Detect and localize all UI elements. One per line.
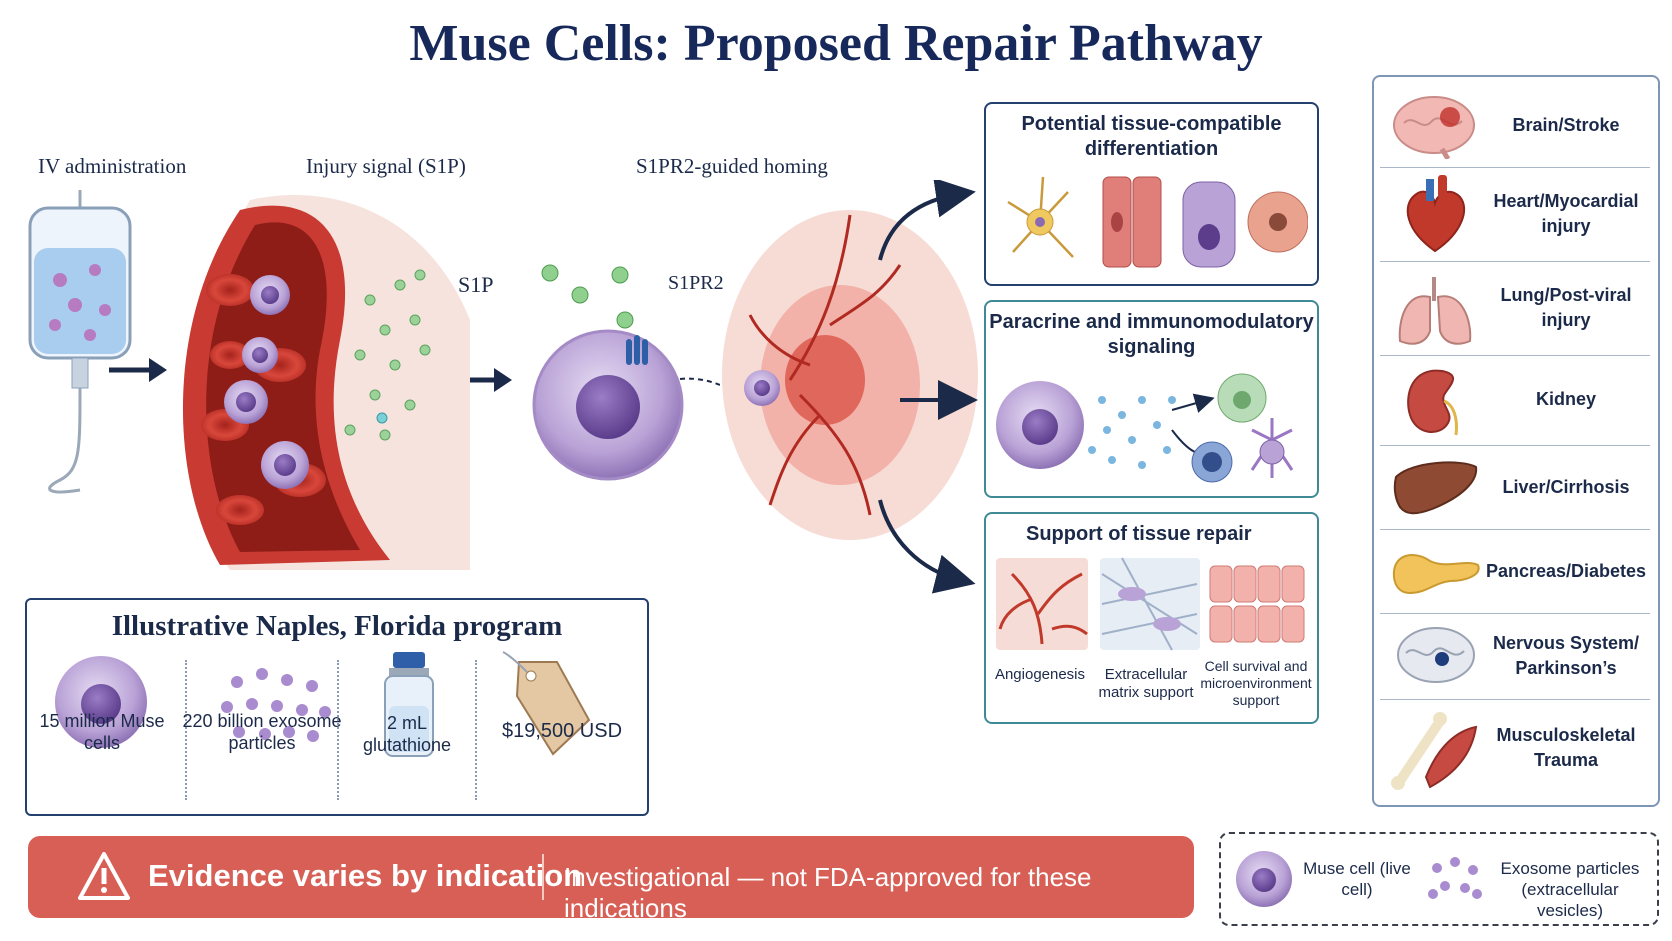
blood-vessel-illustration [182,195,470,570]
organ-label-lung: Lung/Post-viral injury [1500,285,1632,330]
injured-tissue-illustration [722,210,978,540]
s1pr2-label: S1PR2 [668,272,724,294]
branch-arrows [878,180,978,594]
support-title: Support of tissue repair [1026,523,1252,545]
page-title: Muse Cells: Proposed Repair Pathway [409,15,1263,72]
program-item-exosome: 220 billion exosome particles [182,711,342,753]
support-item-angiogenesis: Angiogenesis [994,666,1086,683]
lungs-icon [1398,277,1472,345]
brain-nervous-icon [1397,627,1475,683]
exosome-particles-icon [221,668,331,742]
brain-stroke-icon [1393,96,1475,159]
differentiation-box: Potential tissue-compatible differentiat… [984,102,1319,286]
program-title: Illustrative Naples, Florida program [111,610,563,642]
flow-arrow-1 [109,358,167,382]
organ-label-nervous: Nervous System/ Parkinson’s [1492,633,1640,678]
organ-row-heart: Heart/Myocardial injury [1380,169,1650,262]
glutathione-vial-icon [384,652,434,757]
organ-label-pancreas: Pancreas/Diabetes [1485,561,1647,581]
evidence-banner: Evidence varies by indication Investigat… [28,836,1194,923]
legend-exosome-label: Exosome particles (extracellular vesicle… [1500,859,1640,920]
banner-fda-text: Investigational — not FDA-approved for t… [564,862,1092,923]
program-separator [475,660,477,800]
organ-row-pancreas: Pancreas/Diabetes [1380,531,1650,614]
organ-row-musculoskeletal: Musculoskeletal Trauma [1380,701,1650,797]
support-icons [996,557,1305,651]
organ-label-musculoskeletal: Musculoskeletal Trauma [1496,725,1636,770]
kidney-icon [1407,369,1458,436]
program-item-price: $19,500 USD [501,720,623,742]
organ-row-lung: Lung/Post-viral injury [1380,263,1650,356]
program-item-muse: 15 million Muse cells [39,711,165,753]
step-label-iv: IV administration [38,154,187,178]
legend-muse-label: Muse cell (live cell) [1303,859,1411,899]
program-separator [337,660,339,800]
program-item-glutathione: 2 mL glutathione [362,713,452,755]
organ-label-kidney: Kidney [1535,389,1596,409]
legend-exosome-icon [1428,857,1482,899]
organ-label-heart: Heart/Myocardial injury [1493,191,1639,236]
s1p-label: S1P [458,272,494,297]
pancreas-icon [1392,554,1480,595]
step-label-homing: S1PR2-guided homing [636,154,828,178]
organ-row-kidney: Kidney [1380,357,1650,446]
price-tag-icon [502,651,591,756]
differentiation-title: Potential tissue-compatible differentiat… [1021,113,1282,160]
warning-icon [78,852,130,900]
organ-row-nervous: Nervous System/ Parkinson’s [1380,615,1650,700]
support-box: Support of tissue repair Angiogenesis Ex… [984,512,1319,724]
paracrine-title: Paracrine and immunomodulatory signaling [989,311,1314,358]
organ-indications-panel: Brain/Stroke Heart/Myocardial injury Lun… [1372,75,1660,807]
legend-box: Muse cell (live cell) Exosome particles … [1219,832,1659,926]
paracrine-signaling-icons [996,373,1294,483]
iv-bag-icon [28,190,132,494]
differentiated-cells-icons [1007,176,1308,268]
step-label-injury: Injury signal (S1P) [306,154,466,178]
organ-row-brain: Brain/Stroke [1380,85,1650,168]
legend-muse-cell-icon [1236,851,1292,907]
program-separator [185,660,187,800]
muse-cell-icon [55,656,147,748]
support-item-survival: Cell survival and microenvironment suppo… [1200,658,1312,708]
program-box: Illustrative Naples, Florida program 15 … [25,598,649,816]
banner-separator [542,854,544,900]
heart-icon [1406,175,1465,253]
muse-cell-receptor-illustration [532,264,720,481]
paracrine-box: Paracrine and immunomodulatory signaling [984,300,1319,498]
bone-muscle-icon [1391,712,1478,790]
organ-label-liver: Liver/Cirrhosis [1502,477,1630,497]
support-item-ecm: Extracellular matrix support [1098,666,1194,701]
liver-icon [1393,461,1478,515]
organ-label-brain: Brain/Stroke [1512,115,1620,135]
organ-row-liver: Liver/Cirrhosis [1380,447,1650,530]
banner-evidence-text: Evidence varies by indication [148,858,583,893]
